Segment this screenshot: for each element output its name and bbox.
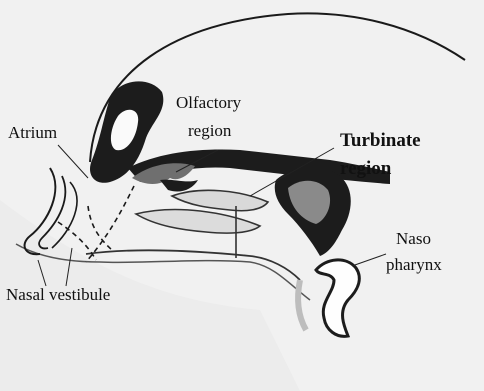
label-olfactory-line1: Olfactory — [176, 93, 242, 112]
label-atrium: Atrium — [8, 123, 57, 142]
label-naso-line1: Naso — [396, 229, 431, 248]
label-olfactory-line2: region — [188, 121, 232, 140]
label-naso-line2: pharynx — [386, 255, 442, 274]
label-turbinate-line1: Turbinate — [340, 130, 421, 151]
label-nasal-vestibule: Nasal vestibule — [6, 285, 110, 304]
label-turbinate-line2: region — [340, 158, 392, 179]
